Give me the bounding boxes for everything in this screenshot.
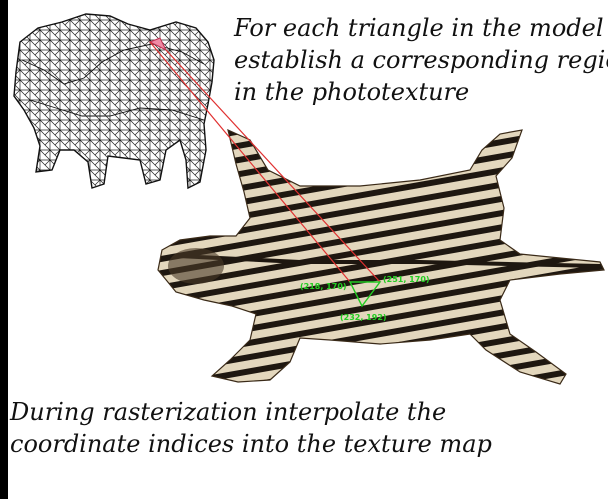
bottom-caption-line-1: During rasterization interpolate the — [10, 396, 492, 428]
zebra-skin-texture-icon — [158, 130, 604, 384]
bottom-caption: During rasterization interpolate the coo… — [10, 396, 492, 460]
bottom-caption-line-2: coordinate indices into the texture map — [10, 428, 492, 460]
top-caption-line-3: in the phototexture — [234, 76, 608, 108]
coord-label-2: (251, 170) — [383, 275, 430, 284]
triceratops-wireframe-icon — [14, 14, 214, 188]
coord-label-1: (218, 170) — [300, 282, 347, 291]
coord-label-3: (232, 192) — [340, 313, 387, 322]
top-caption-line-1: For each triangle in the model — [234, 12, 608, 44]
top-caption: For each triangle in the model establish… — [234, 12, 608, 108]
top-caption-line-2: establish a corresponding region — [234, 44, 608, 76]
